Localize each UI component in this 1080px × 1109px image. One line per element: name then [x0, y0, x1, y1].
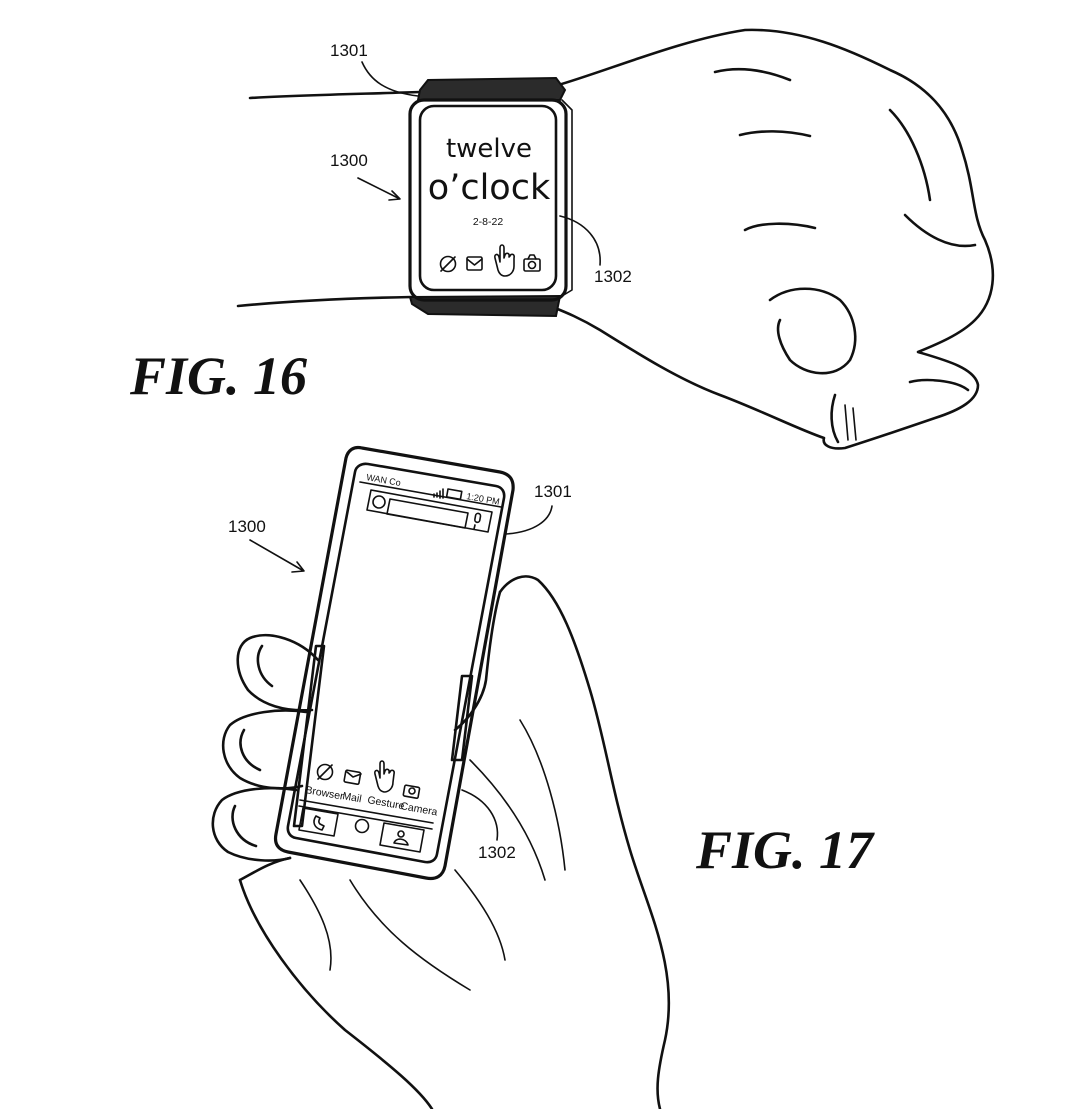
fig17-app-mail — [343, 769, 362, 785]
fig16-finger-crease-4 — [888, 108, 932, 202]
fig17-status-bar-line — [359, 481, 502, 508]
fig17-nail-1 — [256, 644, 274, 688]
fig16-thumb-lines — [844, 404, 857, 441]
fig17-leader-1302 — [461, 789, 499, 841]
signal-icon — [433, 488, 444, 499]
fig17-nail-2 — [239, 728, 262, 772]
fig17-dock-divider — [299, 799, 434, 824]
fig17-search-input — [386, 498, 469, 529]
fig16-date: 2-8-22 — [473, 216, 504, 228]
fig16-thumb-nail — [908, 378, 970, 392]
fig17-drawing: WAN Co 1:20 PM — [211, 445, 875, 1109]
fig17-app-label-camera: Camera — [399, 800, 438, 818]
fig17-app-label-browser: Browser — [304, 784, 345, 803]
fig17-crease-1 — [469, 759, 546, 881]
fig17-crease-4 — [454, 869, 506, 961]
fig17-arrow-1300 — [249, 539, 303, 571]
fig16-ref-1300: 1300 — [330, 151, 368, 170]
browser-icon — [439, 255, 457, 273]
gesture-hand-icon — [374, 760, 395, 793]
fig17-app-browser — [316, 763, 334, 781]
fig16-forearm-upper — [248, 90, 422, 100]
fig17-finger-base — [238, 856, 292, 882]
fig16-finger-crease-1 — [713, 67, 792, 82]
fig17-finger-3 — [211, 786, 298, 862]
fig17-crease-3 — [299, 879, 332, 971]
fig16-forearm-lower — [236, 295, 414, 308]
camera-icon — [523, 254, 541, 272]
fig17-leader-1301 — [505, 505, 553, 535]
microphone-icon — [473, 512, 482, 530]
fig17-dock-phone-button — [298, 807, 339, 837]
mail-icon — [466, 256, 483, 271]
fig17-wrist-left — [238, 878, 434, 1109]
fig17-band-left — [292, 644, 326, 828]
phone-icon — [313, 815, 325, 831]
fig16-arrowhead-1300 — [388, 190, 401, 201]
battery-icon — [445, 488, 463, 501]
fig17-label: FIG. 17 — [695, 820, 875, 880]
fig16-band-side — [561, 99, 573, 297]
fig17-ref-1300: 1300 — [228, 517, 266, 536]
fig16-drawing: twelve o’clock 2-8-22 1301 1300 1302 FIG… — [129, 28, 995, 450]
fig17-dock — [298, 807, 425, 853]
fig16-arrow-1300 — [357, 177, 399, 199]
fig16-thumb-tip — [830, 393, 840, 444]
fig16-hand-outline — [553, 28, 995, 450]
fig16-ref-1301: 1301 — [330, 41, 368, 60]
fig17-band-right — [450, 674, 474, 762]
fig17-nail-3 — [231, 804, 258, 848]
mail-icon — [343, 769, 362, 785]
fig17-app-camera — [402, 784, 421, 799]
fig17-app-gesture — [374, 760, 395, 793]
fig17-search-bar — [366, 489, 493, 533]
fig16-ref-1302: 1302 — [594, 267, 632, 286]
fig17-ref-1302: 1302 — [478, 843, 516, 862]
fig16-band-top — [416, 76, 567, 101]
search-icon — [372, 495, 386, 509]
fig16-leader-1301 — [361, 61, 419, 97]
camera-icon — [402, 784, 421, 799]
fig17-crease-2 — [349, 879, 471, 991]
fig17-ref-1301: 1301 — [534, 482, 572, 501]
fig16-time-line2: o’clock — [428, 168, 551, 208]
fig16-leader-1302 — [559, 215, 601, 266]
fig17-palm-outline — [498, 575, 671, 1109]
fig17-finger-2 — [221, 709, 308, 790]
fig16-finger-crease-2 — [738, 130, 812, 138]
fig17-phone-screen — [286, 462, 506, 864]
fig17-dock-contacts-button — [379, 822, 425, 853]
fig16-label: FIG. 16 — [129, 346, 307, 406]
fig17-arrowhead-1300 — [291, 561, 305, 573]
fig17-thumb — [453, 590, 502, 732]
fig17-dock-divider-2 — [298, 805, 433, 830]
home-icon — [354, 818, 370, 834]
fig16-watch-screen — [418, 104, 558, 292]
fig17-finger-1 — [236, 633, 320, 712]
fig16-time-line1: twelve — [446, 134, 532, 164]
fig16-finger-crease-5 — [903, 213, 977, 248]
browser-icon — [316, 763, 334, 781]
fig17-app-label-mail: Mail — [341, 790, 362, 805]
gesture-hand-icon — [494, 244, 515, 277]
fig16-finger-crease-3 — [743, 222, 817, 232]
fig16-thumb-curl — [768, 287, 857, 375]
contacts-icon — [393, 830, 409, 846]
fig17-crease-5 — [519, 719, 566, 871]
fig16-watch-case — [408, 98, 568, 302]
fig17-phone-case — [273, 445, 515, 881]
